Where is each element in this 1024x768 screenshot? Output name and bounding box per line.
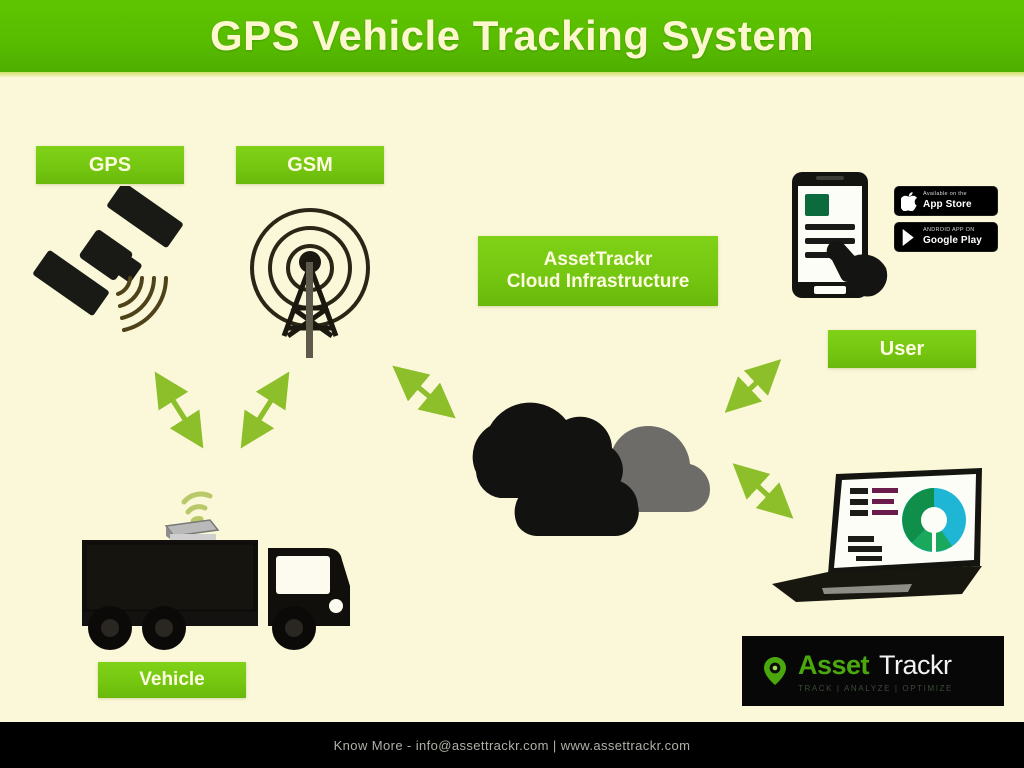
donut-chart-icon (902, 488, 966, 554)
map-pin-icon (764, 657, 786, 685)
arrow-cloud-laptop (732, 463, 794, 519)
label-user: User (828, 330, 976, 368)
label-vehicle: Vehicle (98, 662, 246, 698)
label-gps: GPS (36, 146, 184, 184)
header-divider (0, 72, 1024, 77)
label-cloud-line2: Cloud Infrastructure (506, 271, 690, 292)
google-play-small-text: ANDROID APP ON (923, 227, 975, 234)
satellite-icon (33, 186, 183, 332)
label-cloud-infrastructure: AssetTrackr Cloud Infrastructure (478, 236, 718, 306)
pointing-hand-icon (826, 240, 888, 297)
label-user-text: User (879, 337, 925, 360)
footer-contact-text[interactable]: Know More - info@assettrackr.com | www.a… (333, 737, 691, 753)
dashboard-text-rows (848, 488, 898, 561)
cell-tower-icon (250, 208, 370, 358)
app-store-small-text: Available on the (923, 191, 967, 198)
arrow-satellite-vehicle (154, 371, 204, 449)
app-tile-icon (805, 194, 829, 216)
logo-word-asset: Asset (798, 649, 870, 680)
arrow-tower-vehicle (240, 371, 290, 449)
logo-word-trackr: Trackr (879, 649, 952, 680)
brand-logo[interactable]: Asset Trackr TRACK | ANALYZE | OPTIMIZE (742, 636, 1004, 706)
google-play-big-text: Google Play (923, 234, 982, 246)
page-header: GPS Vehicle Tracking System (0, 0, 1024, 72)
logo-tagline: TRACK | ANALYZE | OPTIMIZE (798, 683, 953, 693)
app-store-badge[interactable]: Available on the App Store (894, 186, 998, 216)
arrow-cloud-user (724, 359, 782, 413)
laptop-dashboard-icon (772, 468, 982, 602)
cloud-group-icon (472, 402, 711, 537)
label-gsm-text: GSM (287, 153, 333, 176)
page-footer: Know More - info@assettrackr.com | www.a… (0, 722, 1024, 768)
cloud-black-front-icon (514, 464, 639, 537)
gps-signal-waves-icon (181, 491, 213, 524)
label-gsm: GSM (236, 146, 384, 184)
label-vehicle-text: Vehicle (139, 669, 205, 691)
gps-tracker-device-icon (164, 519, 220, 542)
app-store-big-text: App Store (923, 198, 972, 210)
truck-wheels-icon (88, 606, 316, 650)
arrow-vehicle-cloud (392, 365, 456, 419)
google-play-badge[interactable]: ANDROID APP ON Google Play (894, 222, 998, 252)
smartphone-hand-icon (792, 172, 888, 298)
page-title: GPS Vehicle Tracking System (209, 12, 815, 59)
delivery-truck-icon (82, 491, 350, 650)
label-cloud-line1: AssetTrackr (543, 249, 653, 271)
apple-logo-icon (901, 191, 918, 211)
google-play-triangle-icon (902, 228, 914, 246)
label-gps-text: GPS (88, 153, 132, 176)
